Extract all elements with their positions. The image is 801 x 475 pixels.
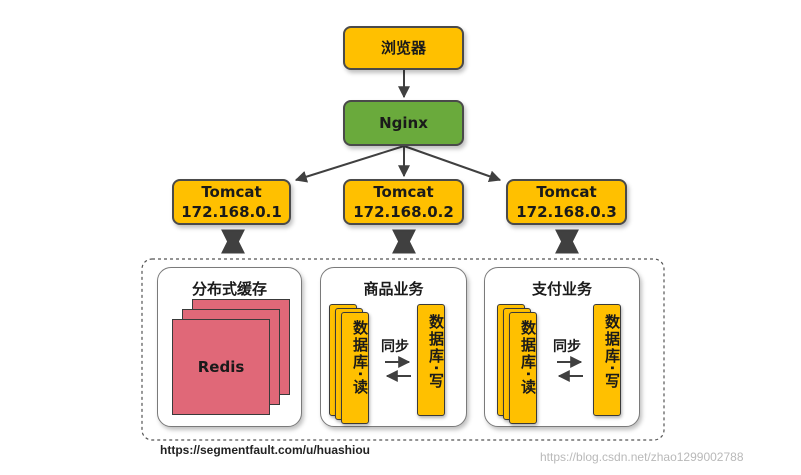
product-write-db-label: 数据库·写 bbox=[427, 314, 445, 390]
redis-stack-front: Redis bbox=[172, 319, 270, 415]
redis-label: Redis bbox=[197, 358, 245, 376]
payment-read-db-front bbox=[509, 312, 537, 424]
nginx-to-tomcat-3-arrow bbox=[403, 145, 502, 183]
service-region-dashed-border bbox=[141, 258, 665, 441]
payment-write-db bbox=[593, 304, 621, 416]
product-read-db-front bbox=[341, 312, 369, 424]
product-write-db bbox=[417, 304, 445, 416]
product-read-db-label: 数据库·读 bbox=[351, 320, 369, 396]
tomcat-1-ip: 172.168.0.1 bbox=[181, 203, 282, 221]
tomcat-node-2: Tomcat 172.168.0.2 bbox=[343, 179, 464, 225]
nginx-node: Nginx bbox=[343, 100, 464, 146]
payment-write-db-label: 数据库·写 bbox=[603, 314, 621, 390]
csdn-watermark: https://blog.csdn.net/zhao1299002788 bbox=[540, 450, 744, 464]
browser-label: 浏览器 bbox=[380, 39, 426, 57]
tomcat-node-1: Tomcat 172.168.0.1 bbox=[172, 179, 291, 225]
nginx-to-tomcat-1-arrow bbox=[294, 145, 405, 183]
tomcat-3-ip: 172.168.0.3 bbox=[516, 203, 617, 221]
source-url: https://segmentfault.com/u/huashiou bbox=[160, 443, 371, 457]
tomcat-3-name: Tomcat bbox=[536, 183, 597, 201]
payment-service-panel: 支付业务 数据库·读 同步 数据库·写 bbox=[484, 267, 640, 427]
product-service-title: 商品业务 bbox=[363, 280, 424, 298]
payment-sync-label: 同步 bbox=[553, 339, 581, 355]
tomcat-2-ip: 172.168.0.2 bbox=[353, 203, 454, 221]
nginx-label: Nginx bbox=[379, 114, 428, 132]
product-service-panel: 商品业务 数据库·读 同步 数据库·写 bbox=[320, 267, 467, 427]
product-sync-arrows bbox=[385, 356, 411, 382]
cache-panel-title: 分布式缓存 bbox=[191, 280, 267, 298]
payment-sync-arrows bbox=[557, 356, 583, 382]
tomcat-2-name: Tomcat bbox=[373, 183, 434, 201]
payment-service-title: 支付业务 bbox=[531, 280, 592, 298]
browser-node: 浏览器 bbox=[343, 26, 464, 70]
tomcat-node-3: Tomcat 172.168.0.3 bbox=[506, 179, 627, 225]
tomcat-1-name: Tomcat bbox=[201, 183, 262, 201]
payment-read-db-label: 数据库·读 bbox=[519, 320, 537, 396]
cache-panel: 分布式缓存 Redis bbox=[157, 267, 302, 427]
product-sync-label: 同步 bbox=[381, 339, 409, 355]
